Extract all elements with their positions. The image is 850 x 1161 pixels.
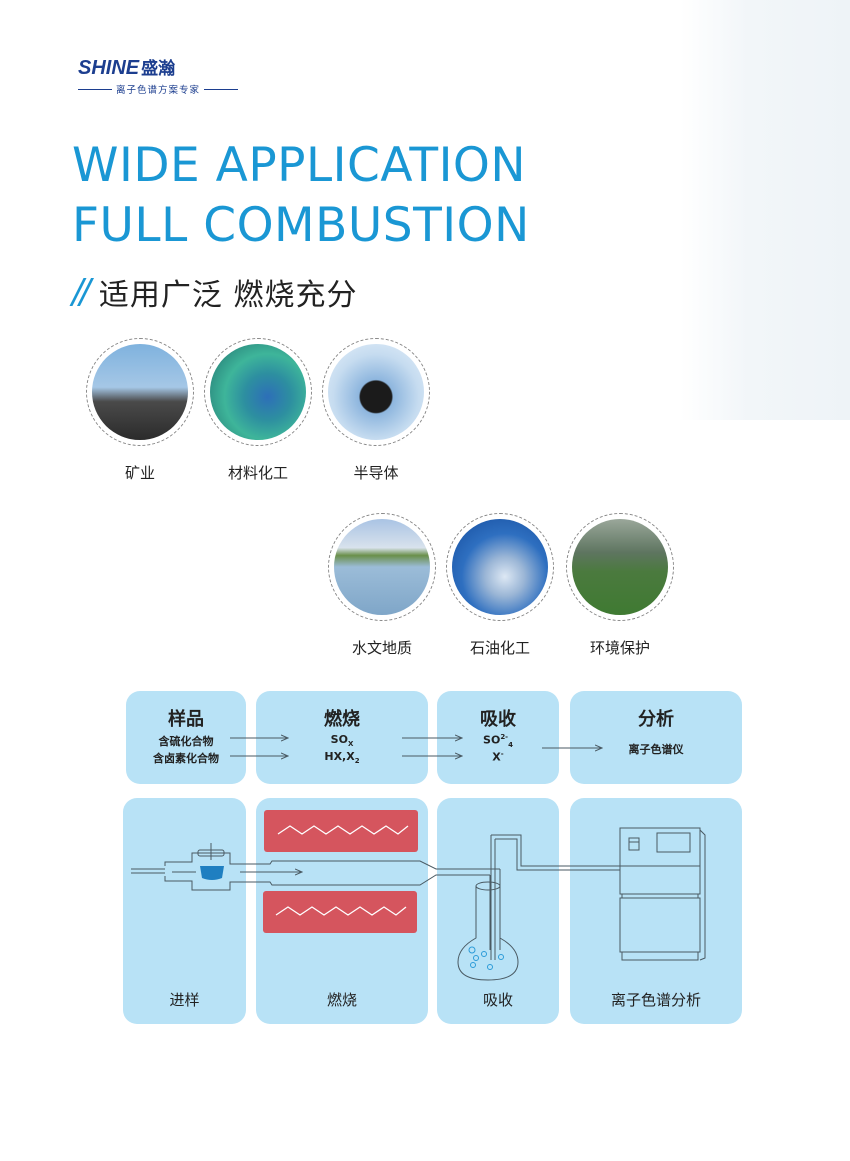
step-title: 样品 [168,709,204,730]
application-label: 石油化工 [469,639,530,657]
mining-image [86,338,194,446]
environment-image [566,513,674,621]
diagram-label: 吸收 [482,991,513,1009]
application-label: 环境保护 [589,639,650,657]
application-label: 材料化工 [227,464,288,482]
step-line-hx: HX,X2 [324,750,360,766]
background-gradient [680,0,850,420]
step-title: 吸收 [480,709,516,730]
application-mining: 矿业 [86,338,194,483]
application-label: 矿业 [124,464,155,482]
diagram-ion-chromatography-panel: 离子色谱分析 [570,798,742,1024]
diagram-label: 燃烧 [326,991,357,1009]
brand-name-en: SHINE [78,57,140,79]
diagram-combustion-panel: 燃烧 [256,798,428,1024]
step-line-so4: SO2-4 [483,733,513,749]
application-materials-chemical: 材料化工 [204,338,312,483]
process-step-sample: 样品 含硫化合物 含卤素化合物 [126,691,246,784]
application-semiconductor: 半导体 [322,338,430,483]
process-step-absorption: 吸收 SO2-4 X- [437,691,559,784]
application-environment: 环境保护 [566,513,674,658]
step-title: 燃烧 [324,709,360,730]
subheading: // 适用广泛 燃烧充分 [72,270,357,314]
diagram-label: 离子色谱分析 [610,991,701,1009]
diagram-label: 进样 [169,991,200,1009]
application-hydrogeology: 水文地质 [328,513,436,658]
process-step-combustion: 燃烧 SOX HX,X2 [256,691,428,784]
brand-tagline: 离子色谱方案专家 [116,85,201,96]
slash-decoration-icon: // [72,272,91,312]
headline-line-2: FULL COMBUSTION [72,198,530,253]
process-step-analysis: 分析 离子色谱仪 [570,691,742,784]
application-label: 水文地质 [351,639,412,657]
step-line-x: X- [492,750,504,764]
step-line: 含卤素化合物 [153,752,219,765]
divider [78,88,112,90]
diagram-injection-panel: 进样 [123,798,246,1024]
petrochemical-image [446,513,554,621]
application-label: 半导体 [353,464,399,482]
step-title: 分析 [638,709,674,730]
headline: WIDE APPLICATION FULL COMBUSTION [72,136,530,256]
brand-logo: SHINE 盛瀚 离子色谱方案专家 [78,54,239,96]
subheading-text: 适用广泛 燃烧充分 [98,278,358,313]
step-line: 离子色谱仪 [628,743,684,756]
headline-line-1: WIDE APPLICATION [72,138,527,193]
application-petrochemical: 石油化工 [446,513,554,658]
materials-chemical-image [204,338,312,446]
hydrogeology-image [328,513,436,621]
divider [204,88,239,90]
step-line-sox: SOX [330,733,354,749]
semiconductor-image [322,338,430,446]
step-line: 含硫化合物 [158,735,214,748]
diagram-absorption-panel: 吸收 [437,798,559,1024]
brand-name-cn: 盛瀚 [141,59,176,79]
